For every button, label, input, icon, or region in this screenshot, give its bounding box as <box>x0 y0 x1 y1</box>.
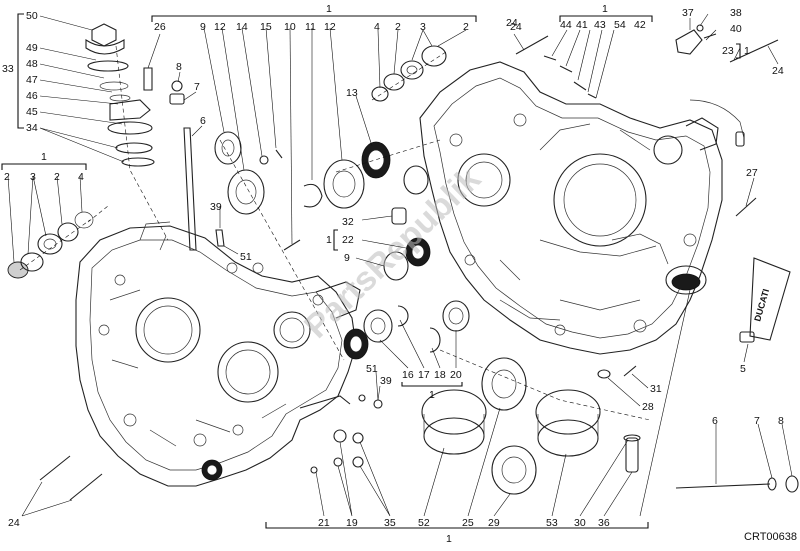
right-crankcase-half <box>419 61 745 355</box>
callout-12: 12 <box>324 21 336 33</box>
group-brackets <box>1 13 741 529</box>
callout-16: 16 <box>402 369 414 381</box>
callout-28: 28 <box>642 401 654 413</box>
callout-29: 29 <box>488 517 500 529</box>
callout-9: 9 <box>344 252 350 264</box>
callout-19: 19 <box>346 517 358 529</box>
callout-37: 37 <box>682 7 694 19</box>
callout-24: 24 <box>8 517 20 529</box>
callout-22: 22 <box>342 234 354 246</box>
callout-18: 18 <box>434 369 446 381</box>
callout-39: 39 <box>210 201 222 213</box>
callout-38: 38 <box>730 7 742 19</box>
callout-40: 40 <box>730 23 742 35</box>
callout-7: 7 <box>194 81 200 93</box>
callout-5: 5 <box>740 363 746 375</box>
callout-50: 50 <box>26 10 38 22</box>
callout-27: 27 <box>746 167 758 179</box>
bearing-row-top <box>371 45 447 102</box>
callout-14: 14 <box>236 21 248 33</box>
callout-45: 45 <box>26 106 38 118</box>
lower-sleeves <box>421 349 651 495</box>
callout-51: 51 <box>240 251 252 263</box>
sealant-tube: DUCATI <box>739 257 791 343</box>
callout-42: 42 <box>634 19 646 31</box>
callout-54: 54 <box>614 19 626 31</box>
pump-stack-parts <box>85 23 169 241</box>
callout-1: 1 <box>326 3 332 15</box>
tube-brand-text: DUCATI <box>752 288 771 323</box>
callout-24: 24 <box>772 65 784 77</box>
callout-24: 24 <box>506 17 518 29</box>
callout-41: 41 <box>576 19 588 31</box>
callout-39: 39 <box>380 375 392 387</box>
callout-6: 6 <box>712 415 718 427</box>
callout-7: 7 <box>754 415 760 427</box>
callout-15: 15 <box>260 21 272 33</box>
callout-30: 30 <box>574 517 586 529</box>
callout-24: 24 <box>510 21 522 33</box>
callout-8: 8 <box>778 415 784 427</box>
diagram-code: CRT00638 <box>744 531 797 543</box>
callout-26: 26 <box>154 21 166 33</box>
callout-1: 1 <box>429 389 435 401</box>
callout-1: 1 <box>326 234 332 246</box>
callout-48: 48 <box>26 58 38 70</box>
callout-44: 44 <box>560 19 572 31</box>
callout-6: 6 <box>200 115 206 127</box>
callout-1: 1 <box>446 533 452 545</box>
callout-2: 2 <box>4 171 10 183</box>
callout-34: 34 <box>26 122 38 134</box>
leader-lines <box>7 13 793 517</box>
callout-1: 1 <box>602 3 608 15</box>
callout-1: 1 <box>41 151 47 163</box>
callout-2: 2 <box>463 21 469 33</box>
callout-20: 20 <box>450 369 462 381</box>
callout-21: 21 <box>318 517 330 529</box>
watermark-text: PartsRepublik <box>297 160 488 346</box>
callout-13: 13 <box>346 87 358 99</box>
callout-12: 12 <box>214 21 226 33</box>
callout-33: 33 <box>2 63 14 75</box>
bearing-row-left <box>7 205 109 279</box>
callout-2: 2 <box>54 171 60 183</box>
callout-25: 25 <box>462 517 474 529</box>
callout-43: 43 <box>594 19 606 31</box>
left-crankcase-half <box>75 221 361 487</box>
callout-32: 32 <box>342 216 354 228</box>
callout-4: 4 <box>78 171 84 183</box>
callout-1: 1 <box>744 45 750 57</box>
centre-bearings <box>214 131 470 361</box>
callout-3: 3 <box>420 21 426 33</box>
callout-labels: 50 49 48 47 46 45 34 33 1 2 3 2 4 24 26 … <box>2 3 784 545</box>
callout-10: 10 <box>284 21 296 33</box>
callout-53: 53 <box>546 517 558 529</box>
callout-49: 49 <box>26 42 38 54</box>
callout-4: 4 <box>374 21 380 33</box>
callout-51: 51 <box>366 363 378 375</box>
callout-2: 2 <box>395 21 401 33</box>
callout-23: 23 <box>722 45 734 57</box>
callout-11: 11 <box>305 21 316 33</box>
callout-52: 52 <box>418 517 430 529</box>
callout-8: 8 <box>176 61 182 73</box>
callout-36: 36 <box>598 517 610 529</box>
callout-3: 3 <box>30 171 36 183</box>
callout-17: 17 <box>418 369 430 381</box>
callout-9: 9 <box>200 21 206 33</box>
callout-35: 35 <box>384 517 396 529</box>
callout-46: 46 <box>26 90 38 102</box>
callout-31: 31 <box>650 383 662 395</box>
callout-47: 47 <box>26 74 38 86</box>
